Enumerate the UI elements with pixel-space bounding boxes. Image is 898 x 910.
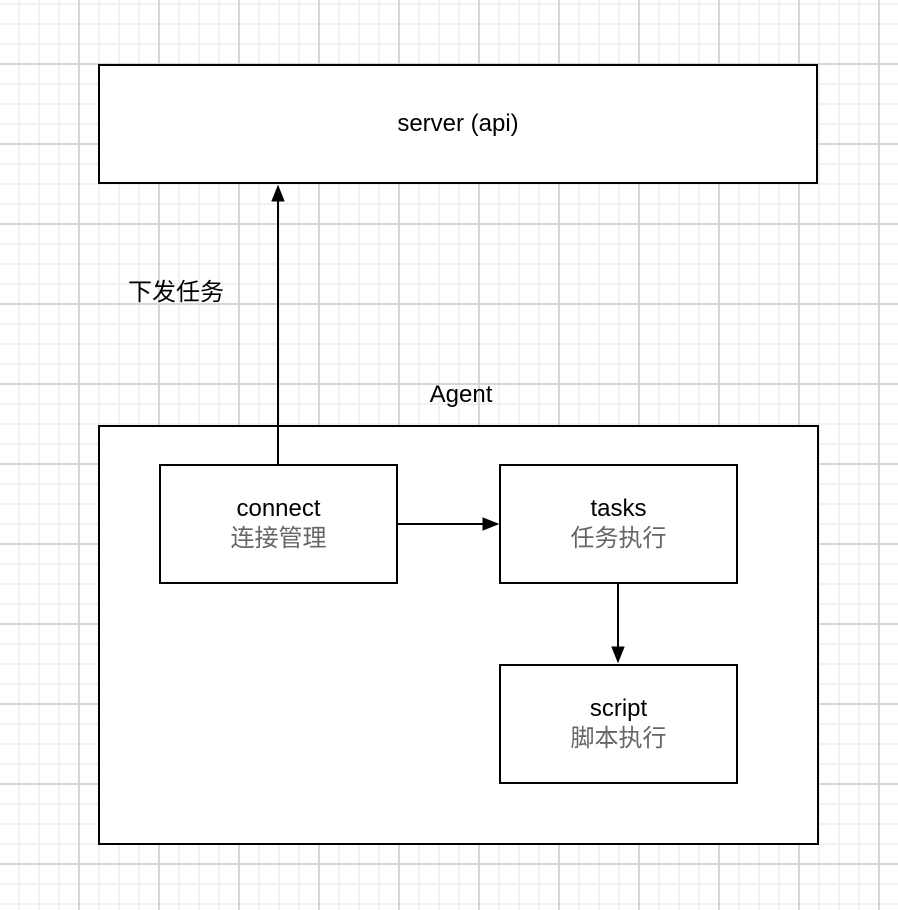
- edge-label-dispatch: 下发任务: [128, 279, 224, 306]
- node-server-label: server (api): [397, 110, 519, 137]
- node-script[interactable]: script 脚本执行: [499, 664, 738, 784]
- node-script-title: script: [589, 695, 648, 722]
- agent-group-label: Agent: [429, 381, 493, 408]
- node-server[interactable]: server (api): [98, 64, 818, 184]
- node-script-subtitle: 脚本执行: [570, 725, 667, 752]
- node-tasks-title: tasks: [590, 495, 647, 522]
- node-connect[interactable]: connect 连接管理: [159, 464, 398, 584]
- node-tasks-subtitle: 任务执行: [570, 525, 667, 552]
- node-connect-subtitle: 连接管理: [230, 525, 327, 552]
- node-connect-title: connect: [236, 495, 321, 522]
- node-tasks[interactable]: tasks 任务执行: [499, 464, 738, 584]
- arrow-connect-to-server[interactable]: [271, 184, 285, 464]
